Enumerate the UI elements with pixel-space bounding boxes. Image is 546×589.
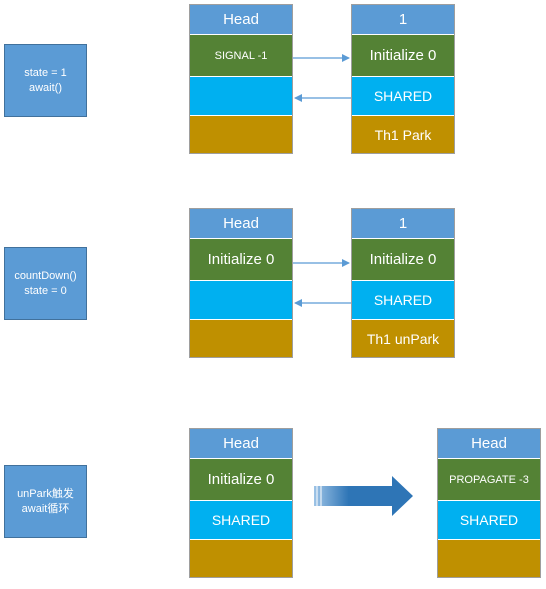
node-head-cell: Head (438, 429, 540, 458)
node-waitstatus-cell: Initialize 0 (352, 238, 454, 280)
node-waitstatus-cell: Initialize 0 (352, 34, 454, 76)
row1-thread-node: 1 Initialize 0 SHARED Th1 Park (351, 4, 455, 154)
node-mode-cell (190, 280, 292, 319)
node-waitstatus-cell: Initialize 0 (190, 458, 292, 500)
row1-caption-line2: await() (28, 81, 62, 94)
row2-caption: countDown() state = 0 (4, 247, 87, 320)
node-thread-cell: Th1 unPark (352, 319, 454, 357)
node-waitstatus-cell: SIGNAL -1 (190, 34, 292, 76)
node-mode-cell: SHARED (438, 500, 540, 539)
row3-caption-line1: unPark触发 (17, 487, 74, 500)
row1-caption-line1: state = 1 (24, 66, 67, 79)
transition-arrow (314, 476, 413, 516)
node-head-cell: Head (190, 209, 292, 238)
node-thread-cell (190, 319, 292, 357)
node-head-cell: Head (190, 5, 292, 34)
node-waitstatus-cell: Initialize 0 (190, 238, 292, 280)
row2-caption-line2: state = 0 (24, 284, 67, 297)
node-mode-cell (190, 76, 292, 115)
row3-caption: unPark触发 await循环 (4, 465, 87, 538)
node-head-cell: 1 (352, 209, 454, 238)
node-thread-cell: Th1 Park (352, 115, 454, 153)
node-mode-cell: SHARED (190, 500, 292, 539)
node-thread-cell (438, 539, 540, 577)
row1-head-node: Head SIGNAL -1 (189, 4, 293, 154)
node-waitstatus-cell: PROPAGATE -3 (438, 458, 540, 500)
node-mode-cell: SHARED (352, 76, 454, 115)
row2-caption-line1: countDown() (14, 269, 77, 282)
node-mode-cell: SHARED (352, 280, 454, 319)
node-head-cell: Head (190, 429, 292, 458)
node-thread-cell (190, 115, 292, 153)
node-head-cell: 1 (352, 5, 454, 34)
row3-after-node: Head PROPAGATE -3 SHARED (437, 428, 541, 578)
row3-caption-line2: await循环 (21, 502, 70, 515)
row3-before-node: Head Initialize 0 SHARED (189, 428, 293, 578)
node-thread-cell (190, 539, 292, 577)
row2-thread-node: 1 Initialize 0 SHARED Th1 unPark (351, 208, 455, 358)
row1-caption: state = 1 await() (4, 44, 87, 117)
row2-head-node: Head Initialize 0 (189, 208, 293, 358)
